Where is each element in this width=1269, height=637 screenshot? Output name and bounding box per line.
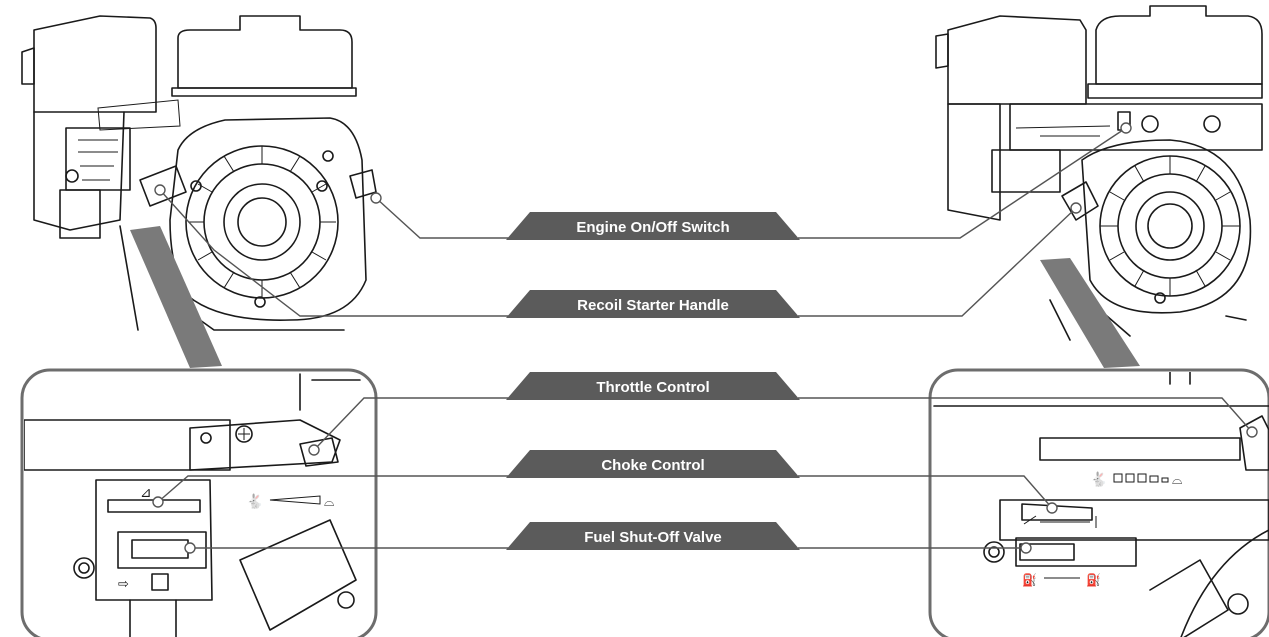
svg-text:⛽: ⛽ (1022, 573, 1037, 587)
rabbit-icon: 🐇 (246, 493, 263, 510)
callout-label-engine-switch: Engine On/Off Switch (576, 219, 729, 236)
callout-label-recoil-handle: Recoil Starter Handle (577, 297, 729, 314)
callout-recoil-handle: Recoil Starter Handle (506, 290, 800, 318)
callout-label-choke: Choke Control (601, 457, 704, 474)
right-engine-illustration (936, 6, 1262, 340)
turtle-icon-right: ⌓ (1172, 473, 1182, 488)
callout-label-fuel-valve: Fuel Shut-Off Valve (584, 529, 722, 546)
callout-choke: Choke Control (506, 450, 800, 478)
left-zoom-pointer (130, 226, 222, 368)
callout-label-throttle: Throttle Control (596, 379, 709, 396)
svg-text:⛽: ⛽ (1086, 573, 1101, 587)
left-zoom-detail-panel: ⊿ ⇨ 🐇 ⌓ (22, 370, 376, 637)
turtle-icon: ⌓ (324, 495, 334, 510)
svg-text:⇨: ⇨ (118, 577, 129, 592)
rabbit-icon-right: 🐇 (1090, 471, 1107, 488)
svg-text:⊿: ⊿ (140, 485, 152, 501)
left-engine-illustration (22, 16, 376, 330)
callout-fuel-valve: Fuel Shut-Off Valve (506, 522, 800, 550)
callout-throttle: Throttle Control (506, 372, 800, 400)
callout-engine-switch: Engine On/Off Switch (506, 212, 800, 240)
right-zoom-detail-panel: 🐇 ⌓ ⛽ ⛽ (930, 370, 1269, 637)
